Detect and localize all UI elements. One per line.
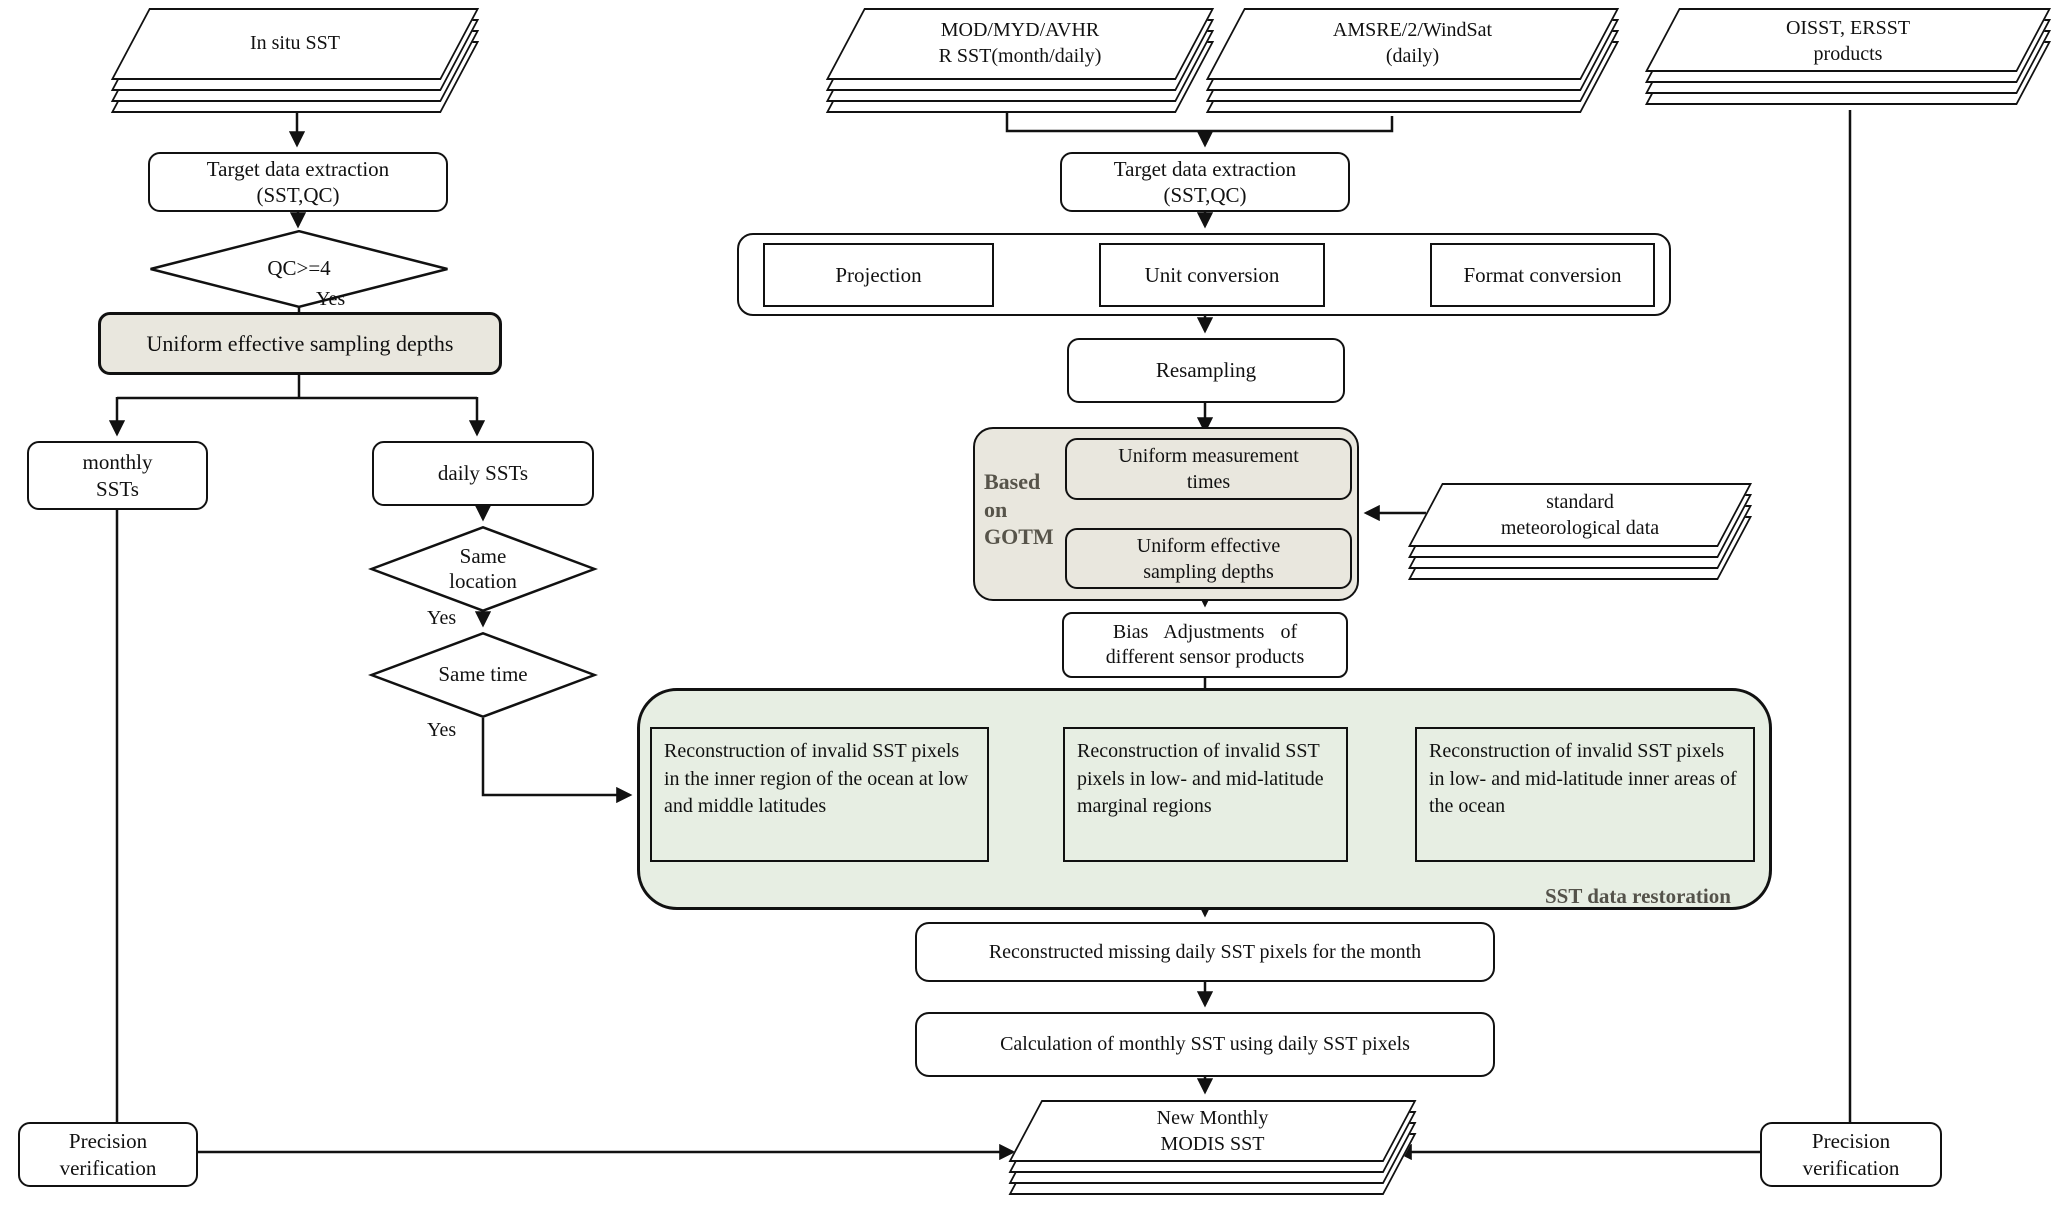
gotm-label-line: Based [984, 469, 1041, 494]
box-label-line: Uniform effective [1136, 534, 1281, 557]
stack-label-line: MOD/MYD/AVHR [940, 19, 1100, 42]
diamond-shape [146, 230, 452, 308]
box-label-line: Calculation of monthly SST using daily S… [1000, 1033, 1410, 1055]
gotm-label-line: GOTM [984, 524, 1054, 549]
standard-met-data-stack: standard meteorological data [1407, 483, 1753, 583]
target-extraction-box-left: Target data extraction (SST,QC) [148, 152, 448, 212]
yes-label-qc: Yes [316, 288, 346, 310]
diamond-shape [368, 632, 598, 718]
new-monthly-modis-label: New Monthly MODIS SST [1025, 1100, 1400, 1164]
box-label-line: Uniform effective sampling depths [146, 330, 454, 356]
box-label-line: Bias Adjustments of [1112, 621, 1298, 643]
box-label-line: verification [1802, 1155, 1900, 1180]
box-label-line: Precision [1811, 1129, 1891, 1154]
box-label-line: Reconstructed missing daily SST pixels f… [988, 940, 1422, 963]
decision-qc: QC>=4 [146, 230, 452, 308]
stack-label-line: standard [1546, 491, 1614, 514]
box-label-line: sampling depths [1143, 560, 1274, 583]
stack-label-line: OISST, ERSST [1785, 17, 1911, 40]
uniform-sampling-depths-box: Uniform effective sampling depths [1065, 528, 1352, 589]
unit-conversion-box: Unit conversion [1099, 243, 1325, 307]
standard-met-data-label: standard meteorological data [1425, 483, 1735, 549]
recon-inner-region-box: Reconstruction of invalid SST pixels in … [650, 727, 989, 862]
insitu-sst-stack: In situ SST [110, 8, 480, 115]
amsre-windsat-stack: AMSRE/2/WindSat (daily) [1205, 8, 1620, 115]
box-label-line: Uniform measurement [1118, 445, 1299, 467]
format-conversion-box: Format conversion [1430, 243, 1655, 307]
stack-label-line: In situ SST [249, 32, 341, 55]
mod-myd-avhrr-stack: MOD/MYD/AVHR R SST(month/daily) [825, 8, 1215, 115]
decision-same-time: Same time [368, 632, 598, 718]
daily-ssts-box: daily SSTs [372, 441, 594, 506]
yes-label-location: Yes [427, 607, 457, 629]
oisst-ersst-label: OISST, ERSST products [1662, 8, 2034, 76]
gotm-label-line: on [984, 496, 1008, 522]
box-label-line: (SST,QC) [1163, 183, 1247, 207]
stack-label-line: products [1813, 43, 1883, 65]
box-label-line: verification [59, 1155, 157, 1180]
calculation-monthly-box: Calculation of monthly SST using daily S… [915, 1012, 1495, 1077]
amsre-windsat-label: AMSRE/2/WindSat (daily) [1225, 8, 1600, 80]
box-label-text: Reconstruction of invalid SST pixels in … [664, 740, 969, 818]
monthly-ssts-box: monthly SSTs [27, 441, 208, 510]
resampling-box: Resampling [1067, 338, 1345, 403]
box-label-line: Precision [68, 1129, 148, 1154]
insitu-sst-label: In situ SST [130, 8, 460, 80]
box-label-line: Format conversion [1463, 262, 1622, 287]
stack-label-line: R SST(month/daily) [938, 45, 1102, 67]
decision-same-location-label: Same location [368, 526, 598, 612]
box-label-line: daily SSTs [437, 461, 529, 486]
reconstructed-missing-box: Reconstructed missing daily SST pixels f… [915, 922, 1495, 982]
decision-same-location: Same location [368, 526, 598, 612]
diamond-label-line: Same [459, 543, 507, 568]
target-extraction-box-mid: Target data extraction (SST,QC) [1060, 152, 1350, 212]
bias-adjustments-box: Bias Adjustments of different sensor pro… [1062, 612, 1348, 678]
box-label-line: Target data extraction [206, 156, 390, 181]
box-label-line: times [1186, 471, 1231, 493]
precision-verification-left-box: Precision verification [18, 1122, 198, 1187]
based-on-gotm-label: Based on GOTM [984, 468, 1054, 551]
box-label-line: different sensor products [1105, 646, 1305, 668]
recon-inner-areas-box: Reconstruction of invalid SST pixels in … [1415, 727, 1755, 862]
new-monthly-modis-stack: New Monthly MODIS SST [1008, 1100, 1417, 1197]
precision-verification-right-box: Precision verification [1760, 1122, 1942, 1187]
sst-data-restoration-label: SST data restoration [1545, 884, 1731, 908]
mod-myd-avhrr-label: MOD/MYD/AVHR R SST(month/daily) [845, 8, 1195, 80]
diamond-label-line: location [449, 569, 517, 593]
stack-label-line: New Monthly [1156, 1107, 1269, 1130]
stack-label-line: MODIS SST [1160, 1133, 1265, 1155]
stack-label-line: AMSRE/2/WindSat [1332, 19, 1493, 42]
box-label-line: SSTs [96, 476, 139, 501]
projection-box: Projection [763, 243, 994, 307]
decision-qc-label: QC>=4 [267, 256, 331, 281]
box-label-line: Resampling [1155, 358, 1257, 383]
box-label-text: Reconstruction of invalid SST pixels in … [1077, 740, 1324, 818]
box-label-line: Projection [835, 262, 922, 287]
decision-same-time-label: Same time [438, 662, 528, 687]
diamond-shape [368, 526, 598, 612]
box-label-line: monthly [82, 450, 153, 475]
oisst-ersst-stack: OISST, ERSST products [1644, 8, 2052, 110]
recon-marginal-regions-box: Reconstruction of invalid SST pixels in … [1063, 727, 1348, 862]
stack-label-line: meteorological data [1500, 517, 1660, 539]
box-label-text: Reconstruction of invalid SST pixels in … [1429, 740, 1737, 818]
stack-label-line: (daily) [1385, 45, 1440, 67]
uniform-measurement-times-box: Uniform measurement times [1065, 438, 1352, 500]
uniform-depths-left-box: Uniform effective sampling depths [98, 312, 502, 375]
yes-label-time: Yes [427, 719, 457, 741]
box-label-line: (SST,QC) [256, 183, 340, 207]
box-label-line: Target data extraction [1113, 156, 1297, 181]
box-label-line: Unit conversion [1144, 262, 1280, 287]
